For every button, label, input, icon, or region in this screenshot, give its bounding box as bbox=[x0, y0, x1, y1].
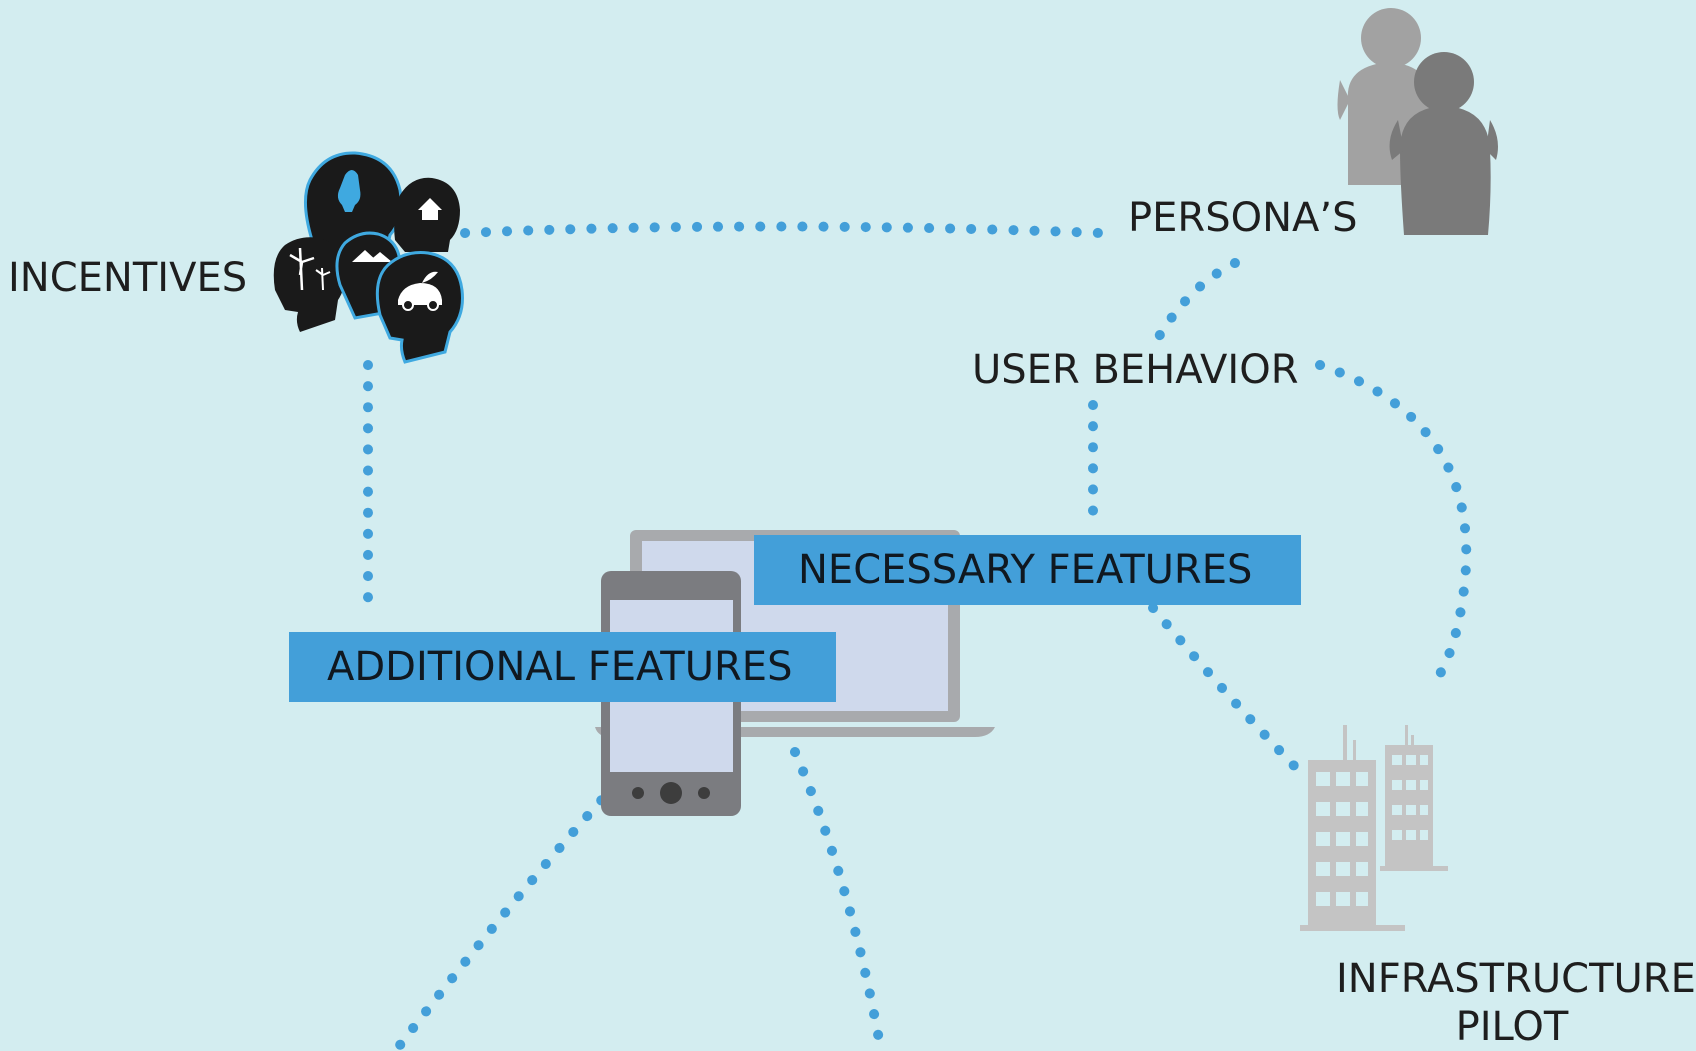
connector-phone-bottomleft bbox=[395, 718, 678, 1050]
infrastructure-label-line2: PILOT bbox=[1455, 1004, 1569, 1050]
connector-personas-userbehavior bbox=[1153, 258, 1240, 343]
people-icon bbox=[1337, 8, 1498, 235]
connector-incentives-personas bbox=[460, 221, 1105, 238]
personas-label: PERSONA’S bbox=[1128, 195, 1358, 241]
necessary-features-label: NECESSARY FEATURES bbox=[798, 547, 1253, 593]
user-behavior-label: USER BEHAVIOR bbox=[972, 347, 1299, 393]
connector-laptop-bottom bbox=[790, 747, 885, 1050]
additional-features-box: ADDITIONAL FEATURES bbox=[289, 632, 836, 702]
connector-userbehavior-infrastructure bbox=[1315, 360, 1472, 690]
connector-necessary-infrastructure bbox=[1148, 603, 1308, 780]
necessary-features-box: NECESSARY FEATURES bbox=[754, 535, 1301, 605]
infrastructure-label: INFRASTRUCTURE PILOT bbox=[1336, 955, 1696, 1051]
infrastructure-label-line1: INFRASTRUCTURE bbox=[1336, 956, 1696, 1002]
building-windows bbox=[1316, 755, 1428, 906]
incentives-label: INCENTIVES bbox=[8, 255, 248, 301]
heads-with-green-energy-icons bbox=[273, 151, 464, 364]
additional-features-label: ADDITIONAL FEATURES bbox=[327, 644, 793, 690]
